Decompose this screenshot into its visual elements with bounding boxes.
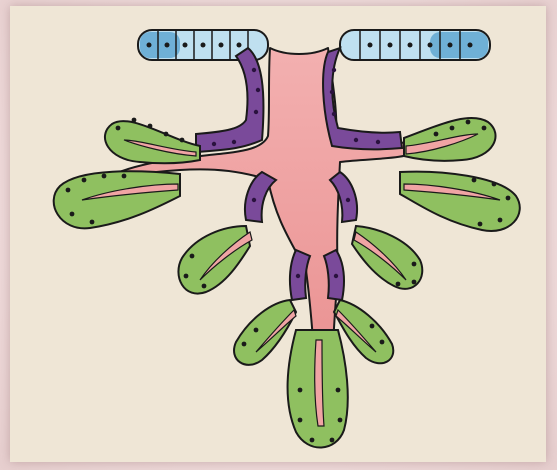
acinus-lower-left-1 xyxy=(178,226,250,294)
acinus-lower-left-2 xyxy=(234,300,296,365)
acinus-mid-right xyxy=(400,172,520,231)
acinus-mid-left xyxy=(54,171,180,228)
duct-wall-left xyxy=(196,48,263,152)
